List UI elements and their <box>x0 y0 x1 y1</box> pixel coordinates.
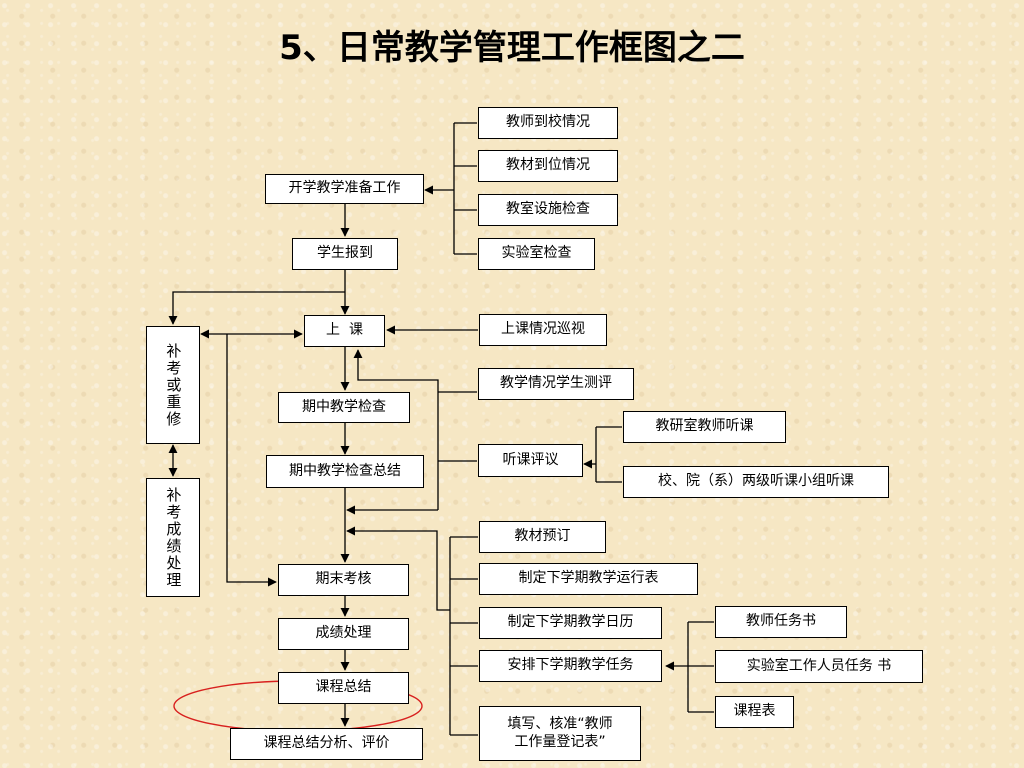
workload-form-box: 填写、核准“教师 工作量登记表” <box>479 706 641 761</box>
lab-check-box: 实验室检查 <box>478 238 595 270</box>
student-registration-box: 学生报到 <box>292 238 398 270</box>
school-lecture-box: 校、院（系）两级听课小组听课 <box>623 466 889 498</box>
schedule-table-box: 制定下学期教学运行表 <box>479 563 698 595</box>
textbook-arrival-box: 教材到位情况 <box>478 150 618 182</box>
start-prep-box: 开学教学准备工作 <box>265 174 424 204</box>
class-patrol-box: 上课情况巡视 <box>479 314 607 346</box>
grade-processing-box: 成绩处理 <box>278 618 409 650</box>
teacher-task-book-box: 教师任务书 <box>715 606 847 638</box>
classroom-check-box: 教室设施检查 <box>478 194 618 226</box>
textbook-order-box: 教材预订 <box>479 521 606 553</box>
midterm-summary-box: 期中教学检查总结 <box>266 455 424 488</box>
page-title: 5、日常教学管理工作框图之二 <box>279 28 745 68</box>
midterm-check-box: 期中教学检查 <box>278 392 410 423</box>
teaching-assignment-box: 安排下学期教学任务 <box>479 650 662 682</box>
lecture-review-box: 听课评议 <box>478 444 583 477</box>
lab-staff-task-box: 实验室工作人员任务 书 <box>715 650 923 683</box>
class-box: 上 课 <box>304 315 385 347</box>
dept-lecture-box: 教研室教师听课 <box>623 411 786 443</box>
summary-analysis-box: 课程总结分析、评价 <box>230 728 423 760</box>
student-evaluation-box: 教学情况学生测评 <box>478 368 634 400</box>
course-schedule-box: 课程表 <box>715 696 794 728</box>
final-exam-box: 期末考核 <box>278 564 409 596</box>
course-summary-box: 课程总结 <box>278 672 409 704</box>
teaching-calendar-box: 制定下学期教学日历 <box>479 607 662 639</box>
makeup-exam-box: 补考或重修 <box>146 326 200 444</box>
makeup-grades-box: 补考成绩处理 <box>146 478 200 597</box>
teacher-arrival-box: 教师到校情况 <box>478 107 618 139</box>
